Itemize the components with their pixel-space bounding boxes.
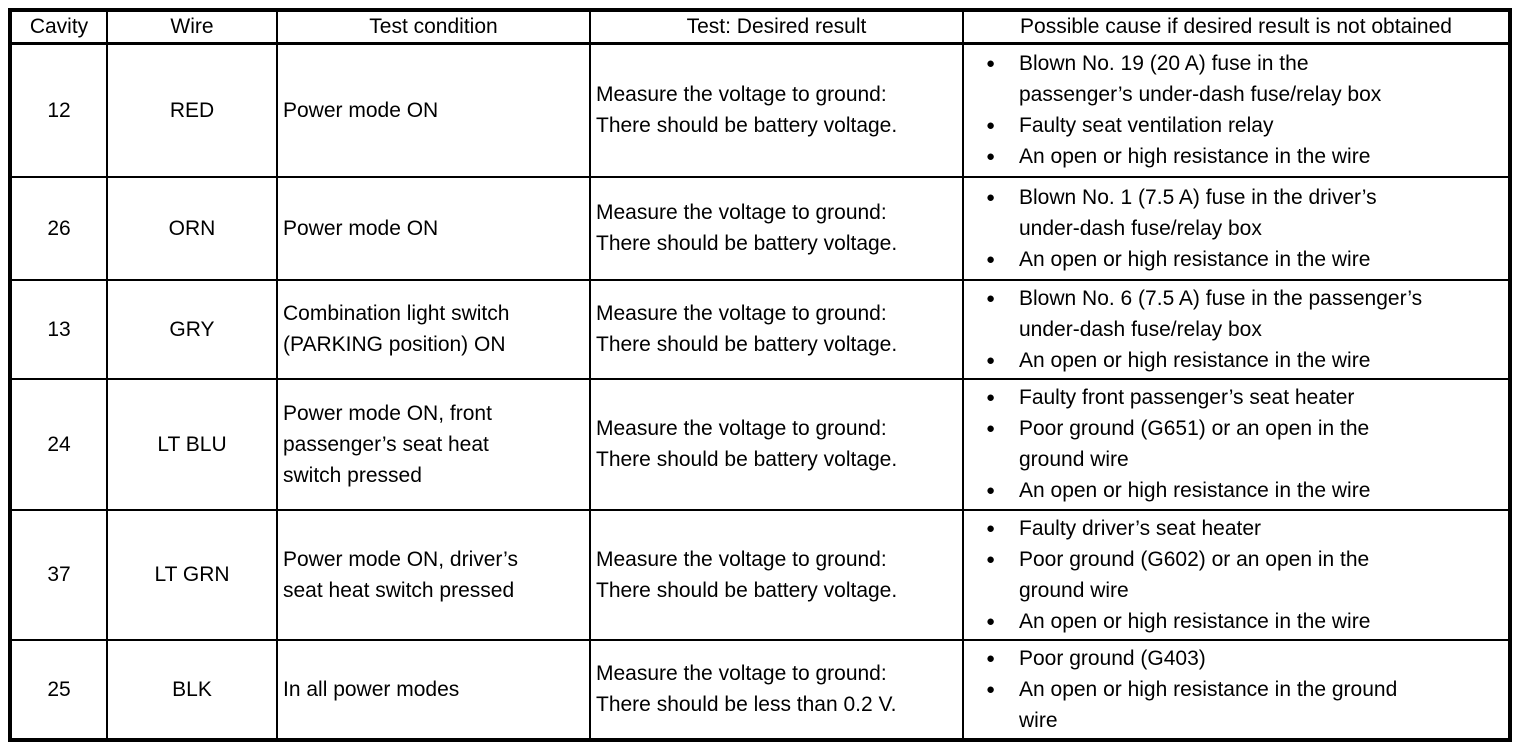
cause-item: ● An open or high resistance in the groun… [986, 674, 1500, 736]
col-header-test-condition: Test condition [276, 9, 591, 45]
table-row: 12 RED Power mode ON Measure the voltage… [9, 42, 1511, 178]
cause-list: ● Poor ground (G403) ● An open or high res… [970, 643, 1500, 736]
cause-item: ● Blown No. 6 (7.5 A) fuse in the passeng… [986, 283, 1500, 345]
cause-list: ● Blown No. 1 (7.5 A) fuse in the driver’… [970, 182, 1500, 275]
cell-possible-cause: ● Blown No. 19 (20 A) fuse in the passeng… [962, 42, 1511, 178]
cell-possible-cause: ● Blown No. 6 (7.5 A) fuse in the passeng… [962, 278, 1511, 380]
bullet-icon: ● [986, 519, 996, 537]
header-row: Cavity Wire Test condition Test: Desired… [9, 9, 1511, 45]
cause-item: ● An open or high resistance in the wire [986, 345, 1500, 376]
col-header-desired-result: Test: Desired result [589, 9, 964, 45]
bullet-icon: ● [986, 289, 996, 307]
cause-text: An open or high resistance in the wire [1019, 348, 1371, 372]
cell-desired-result: Measure the voltage to ground: There sho… [589, 508, 964, 641]
cause-text: Faulty front passenger’s seat heater [1019, 386, 1355, 409]
bullet-icon: ● [986, 612, 996, 630]
cell-test-condition: Power mode ON, driver’s seat heat switch… [276, 508, 591, 641]
cell-wire: BLK [106, 638, 278, 741]
cell-desired-result: Measure the voltage to ground: There sho… [589, 278, 964, 380]
cause-item: ● An open or high resistance in the wire [986, 141, 1500, 172]
table-row: 25 BLK In all power modes Measure the vo… [9, 638, 1511, 741]
cause-text: Poor ground (G403) [1019, 646, 1206, 670]
table-row: 24 LT BLU Power mode ON, front passenger… [9, 377, 1511, 511]
col-header-possible-cause: Possible cause if desired result is not … [962, 9, 1511, 45]
cause-text: Poor ground (G651) or an open in the gro… [1019, 417, 1370, 471]
cell-test-condition: Power mode ON [276, 175, 591, 281]
bullet-icon: ● [986, 250, 996, 268]
cause-text: Blown No. 6 (7.5 A) fuse in the passenge… [1019, 286, 1423, 341]
bullet-icon: ● [986, 55, 996, 73]
cell-cavity: 26 [9, 175, 108, 281]
cell-cavity: 12 [9, 42, 108, 178]
cause-item: ● Poor ground (G403) [986, 643, 1500, 674]
bullet-icon: ● [986, 680, 996, 698]
cell-possible-cause: ● Blown No. 1 (7.5 A) fuse in the driver’… [962, 175, 1511, 281]
cause-text: An open or high resistance in the wire [1019, 247, 1371, 271]
cause-list: ● Blown No. 19 (20 A) fuse in the passeng… [970, 48, 1500, 172]
cause-item: ● An open or high resistance in the wire [986, 244, 1500, 275]
cause-item: ● Faulty driver’s seat heater [986, 513, 1500, 544]
cause-item: ● An open or high resistance in the wire [986, 606, 1500, 637]
bullet-icon: ● [986, 482, 996, 499]
bullet-icon: ● [986, 550, 996, 568]
cell-possible-cause: ● Poor ground (G403) ● An open or high res… [962, 638, 1511, 741]
cause-item: ● Poor ground (G651) or an open in the gr… [986, 413, 1500, 475]
cell-desired-result: Measure the voltage to ground: There sho… [589, 377, 964, 511]
bullet-icon: ● [986, 188, 996, 206]
cell-possible-cause: ● Faulty front passenger’s seat heater ● P… [962, 377, 1511, 511]
cause-item: ● An open or high resistance in the wire [986, 475, 1500, 506]
cause-item: ● Poor ground (G602) or an open in the gr… [986, 544, 1500, 606]
cause-text: Faulty seat ventilation relay [1019, 114, 1274, 138]
cell-cavity: 25 [9, 638, 108, 741]
cause-text: Poor ground (G602) or an open in the gro… [1019, 547, 1370, 602]
cell-desired-result: Measure the voltage to ground: There sho… [589, 638, 964, 741]
cause-list: ● Blown No. 6 (7.5 A) fuse in the passeng… [970, 283, 1500, 376]
cell-test-condition: Power mode ON [276, 42, 591, 178]
cause-item: ● Faulty seat ventilation relay [986, 110, 1500, 141]
cause-text: An open or high resistance in the wire [1019, 609, 1371, 633]
cause-list: ● Faulty front passenger’s seat heater ● P… [970, 382, 1500, 506]
bullet-icon: ● [986, 351, 996, 369]
connector-test-table: Cavity Wire Test condition Test: Desired… [8, 8, 1512, 742]
cell-possible-cause: ● Faulty driver’s seat heater ● Poor groun… [962, 508, 1511, 641]
bullet-icon: ● [986, 420, 996, 437]
cell-wire: RED [106, 42, 278, 178]
table-row: 37 LT GRN Power mode ON, driver’s seat h… [9, 508, 1511, 641]
cell-test-condition: Combination light switch (PARKING positi… [276, 278, 591, 380]
cause-text: An open or high resistance in the wire [1019, 145, 1371, 169]
col-header-cavity: Cavity [9, 9, 108, 45]
cause-text: Faulty driver’s seat heater [1019, 516, 1262, 540]
cell-wire: LT BLU [106, 377, 278, 511]
bullet-icon: ● [986, 117, 996, 135]
cell-test-condition: In all power modes [276, 638, 591, 741]
cell-desired-result: Measure the voltage to ground: There sho… [589, 42, 964, 178]
cause-text: Blown No. 1 (7.5 A) fuse in the driver’s… [1019, 185, 1377, 240]
cause-list: ● Faulty driver’s seat heater ● Poor groun… [970, 513, 1500, 637]
cell-cavity: 37 [9, 508, 108, 641]
cause-text: An open or high resistance in the wire [1019, 479, 1371, 502]
bullet-icon: ● [986, 649, 996, 667]
cell-cavity: 13 [9, 278, 108, 380]
cell-wire: LT GRN [106, 508, 278, 641]
cause-text: An open or high resistance in the ground… [1019, 677, 1398, 732]
bullet-icon: ● [986, 389, 996, 406]
cell-wire: ORN [106, 175, 278, 281]
cause-item: ● Blown No. 19 (20 A) fuse in the passeng… [986, 48, 1500, 110]
cell-wire: GRY [106, 278, 278, 380]
cause-text: Blown No. 19 (20 A) fuse in the passenge… [1019, 52, 1382, 107]
cell-cavity: 24 [9, 377, 108, 511]
table-row: 13 GRY Combination light switch (PARKING… [9, 278, 1511, 380]
cause-item: ● Faulty front passenger’s seat heater [986, 382, 1500, 413]
cell-test-condition: Power mode ON, front passenger’s seat he… [276, 377, 591, 511]
col-header-wire: Wire [106, 9, 278, 45]
bullet-icon: ● [986, 148, 996, 166]
cell-desired-result: Measure the voltage to ground: There sho… [589, 175, 964, 281]
cause-item: ● Blown No. 1 (7.5 A) fuse in the driver’… [986, 182, 1500, 244]
table-row: 26 ORN Power mode ON Measure the voltage… [9, 175, 1511, 281]
